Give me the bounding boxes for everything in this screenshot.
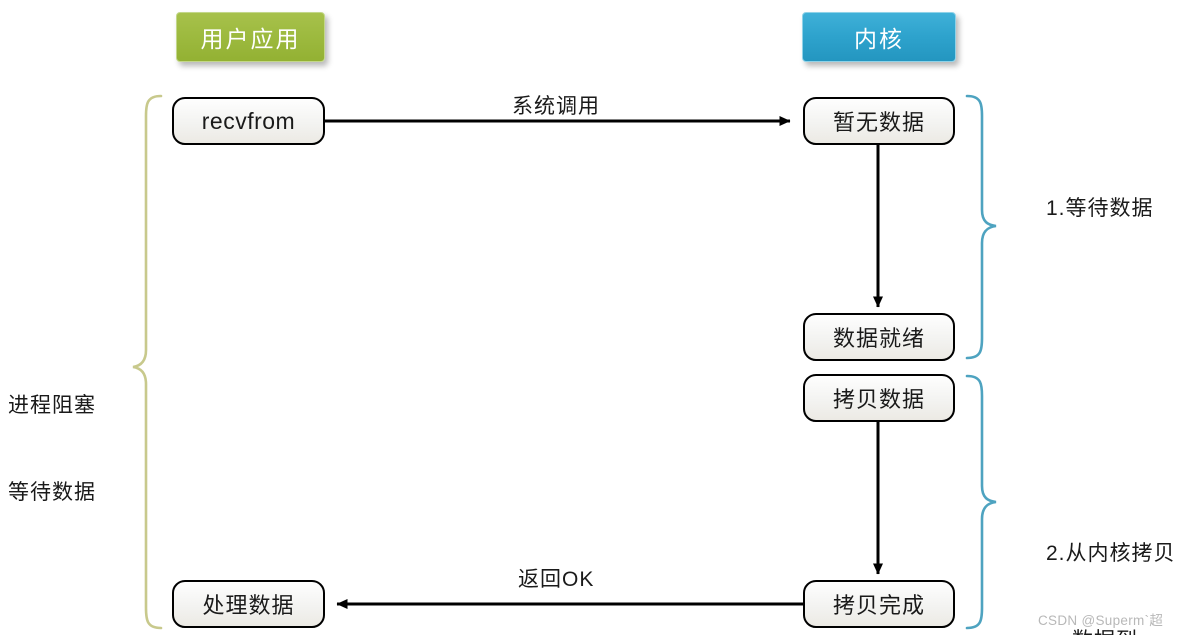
left-brace [132,94,163,630]
annotation-step-1-wait-data: 1.等待数据 [1046,197,1154,220]
node-no-data: 暂无数据 [803,97,955,145]
edge-label-return-ok: 返回OK [518,568,595,591]
watermark: CSDN @Superm`超 [1038,613,1164,628]
right-brace-copy [965,374,997,630]
node-data-ready: 数据就绪 [803,313,955,361]
annotation-process-blocked-line2: 等待数据 [8,480,96,504]
node-recvfrom: recvfrom [172,97,325,145]
node-process-data: 处理数据 [172,580,325,628]
node-copy-done: 拷贝完成 [803,580,955,628]
annotation-process-blocked: 进程阻塞 等待数据 [8,334,96,566]
annotation-step-2-copy-data: 2.从内核拷贝 数据到 用户空间 [1046,482,1176,635]
annotation-process-blocked-line1: 进程阻塞 [8,393,96,417]
header-user-application: 用户应用 [176,12,325,62]
header-kernel: 内核 [802,12,956,62]
edge-label-syscall: 系统调用 [512,95,600,118]
node-copy-data: 拷贝数据 [803,374,955,422]
annotation-step-2-line1: 2.从内核拷贝 [1046,541,1176,565]
right-brace-wait [965,94,997,360]
annotation-step-2-line2: 数据到 [1046,627,1176,635]
